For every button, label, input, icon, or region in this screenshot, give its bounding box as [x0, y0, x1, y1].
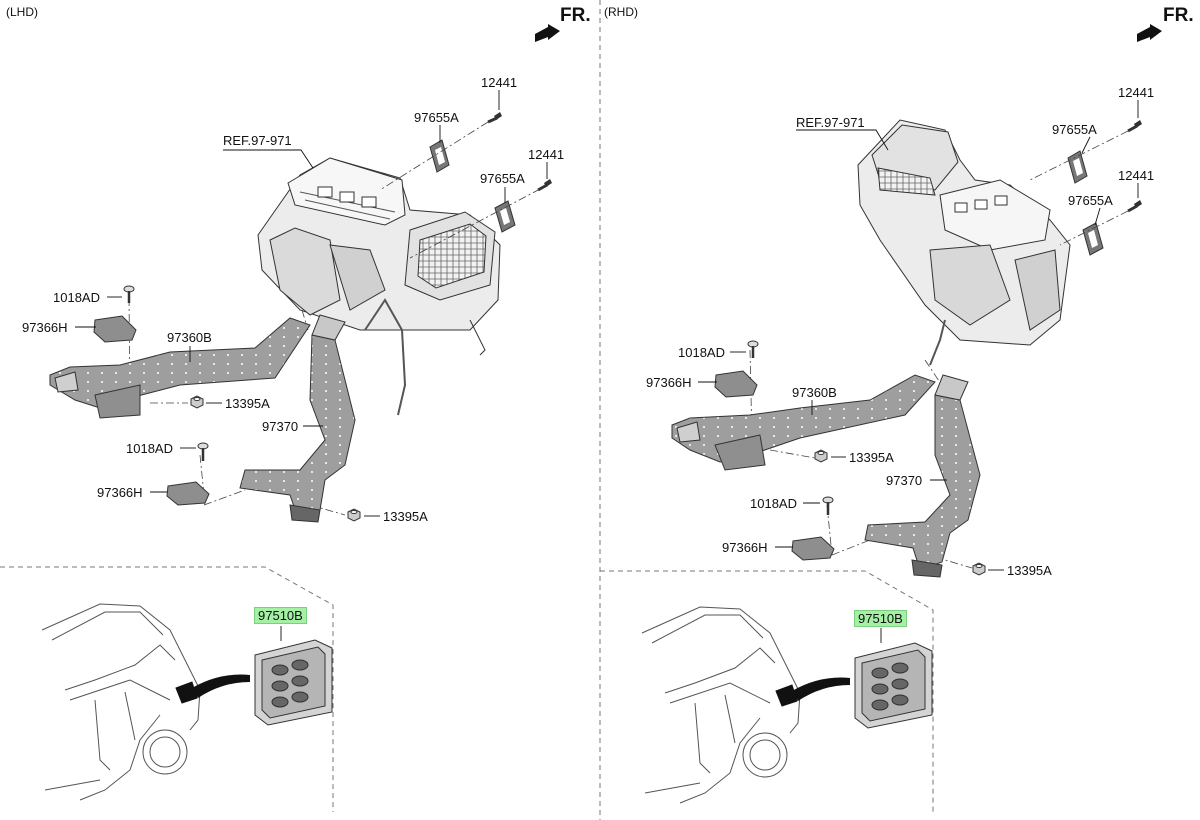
lhd-hvac-unit: [257, 157, 501, 416]
rhd-label-12441-lower[interactable]: 12441: [1118, 168, 1155, 183]
lhd-gasket-lower-icon: [494, 200, 516, 233]
lhd-duct-right: [239, 314, 356, 523]
lhd-bracket-lower-icon: [166, 481, 210, 506]
rhd-duct-left: [671, 374, 936, 471]
lhd-screw-lower-icon: [197, 442, 209, 461]
rhd-label-97655a-upper[interactable]: 97655A: [1052, 122, 1097, 137]
lhd-leader-lines: [75, 90, 548, 641]
lhd-label-1018ad-upper[interactable]: 1018AD: [53, 290, 100, 305]
rhd-label-97366h-upper[interactable]: 97366H: [646, 375, 692, 390]
rhd-label-1018ad-lower[interactable]: 1018AD: [750, 496, 797, 511]
lhd-label-ref-97-971[interactable]: REF.97-971: [223, 133, 292, 148]
lhd-label-12441-upper[interactable]: 12441: [481, 75, 518, 90]
lhd-nut-upper-icon: [190, 395, 204, 409]
rhd-screw-lower-icon: [822, 496, 834, 515]
lhd-bracket-upper-icon: [93, 315, 137, 343]
rhd-label-97360b[interactable]: 97360B: [792, 385, 837, 400]
rhd-location-arrow-icon: [792, 677, 850, 701]
lhd-label-97360b[interactable]: 97360B: [167, 330, 212, 345]
lhd-label-97366h-lower[interactable]: 97366H: [97, 485, 143, 500]
lhd-front-arrow-icon: [535, 24, 560, 42]
rhd-gasket-lower-icon: [1082, 222, 1104, 256]
rhd-bolt-lower-icon: [1127, 200, 1142, 213]
rhd-label-12441-upper[interactable]: 12441: [1118, 85, 1155, 100]
lhd-location-arrow-icon: [192, 674, 250, 698]
lhd-label-13395a-upper[interactable]: 13395A: [225, 396, 270, 411]
lhd-duct-left: [49, 317, 311, 419]
lhd-screw-upper-icon: [123, 285, 135, 303]
lhd-side-label: (LHD): [6, 5, 38, 19]
rhd-vehicle-outline: [641, 606, 801, 804]
rhd-bracket-upper-icon: [714, 370, 758, 398]
lhd-label-97655a-lower[interactable]: 97655A: [480, 171, 525, 186]
lhd-nut-lower-icon: [347, 508, 361, 522]
rhd-screw-upper-icon: [747, 340, 759, 358]
rhd-module-97510b: [854, 642, 933, 729]
lhd-bolt-lower-icon: [537, 179, 552, 192]
lhd-vehicle-outline: [41, 603, 201, 801]
lhd-gasket-upper-icon: [429, 139, 450, 173]
rhd-label-ref-97-971[interactable]: REF.97-971: [796, 115, 865, 130]
rhd-front-arrow-icon: [1137, 24, 1162, 42]
lhd-label-97655a-upper[interactable]: 97655A: [414, 110, 459, 125]
lhd-label-97510b[interactable]: 97510B: [254, 607, 307, 624]
rhd-nut-lower-icon: [972, 562, 986, 576]
rhd-label-13395a-upper[interactable]: 13395A: [849, 450, 894, 465]
lhd-label-97366h-upper[interactable]: 97366H: [22, 320, 68, 335]
rhd-leader-lines: [698, 100, 1139, 643]
lhd-label-97370[interactable]: 97370: [262, 419, 299, 434]
rhd-label-97510b[interactable]: 97510B: [854, 610, 907, 627]
lhd-label-1018ad-lower[interactable]: 1018AD: [126, 441, 173, 456]
rhd-label-97370[interactable]: 97370: [886, 473, 923, 488]
lhd-label-13395a-lower[interactable]: 13395A: [383, 509, 428, 524]
rhd-nut-upper-icon: [814, 449, 828, 463]
lhd-bolt-upper-icon: [487, 112, 502, 124]
rhd-section: [641, 24, 1162, 804]
rhd-label-1018ad-upper[interactable]: 1018AD: [678, 345, 725, 360]
rhd-duct-right: [864, 374, 981, 578]
rhd-side-label: (RHD): [604, 5, 638, 19]
lhd-front-label: FR.: [560, 5, 591, 26]
section-dividers: [0, 0, 934, 820]
lhd-label-12441-lower[interactable]: 12441: [528, 147, 565, 162]
rhd-hvac-unit: [857, 119, 1071, 366]
rhd-label-97366h-lower[interactable]: 97366H: [722, 540, 768, 555]
lhd-module-97510b: [254, 639, 333, 726]
rhd-gasket-upper-icon: [1067, 150, 1088, 184]
rhd-bracket-lower-icon: [791, 536, 835, 561]
rhd-bolt-upper-icon: [1127, 120, 1142, 133]
rhd-label-13395a-lower[interactable]: 13395A: [1007, 563, 1052, 578]
rhd-front-label: FR.: [1163, 5, 1194, 26]
lhd-section: [41, 24, 560, 801]
rhd-label-97655a-lower[interactable]: 97655A: [1068, 193, 1113, 208]
